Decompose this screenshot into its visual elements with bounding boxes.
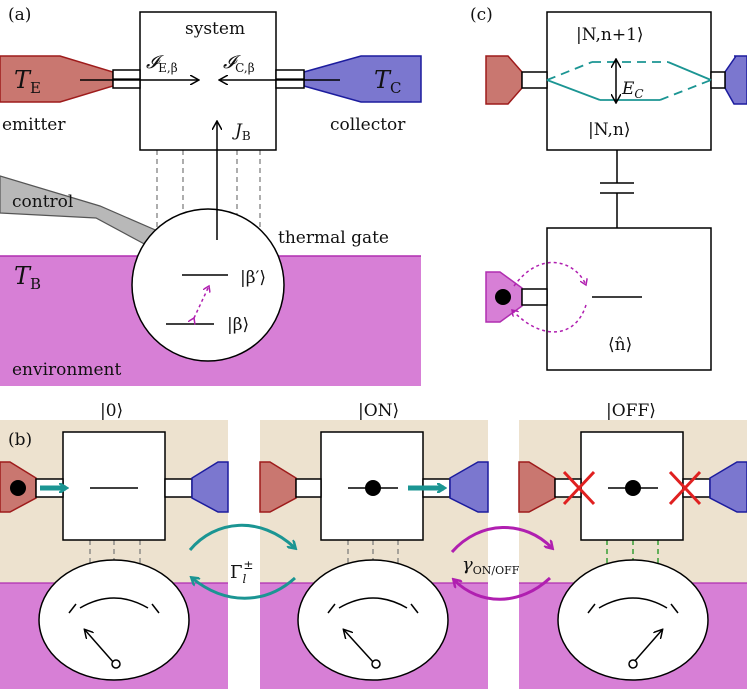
meter-0: [38, 559, 190, 681]
state-off-label: |OFF⟩: [606, 401, 656, 421]
electron-dot: [495, 289, 511, 305]
needle-off: [632, 630, 662, 664]
state-on-label: |ON⟩: [358, 401, 399, 421]
blocked-cross-right: [668, 470, 702, 506]
panel-b-label: (b): [8, 430, 32, 450]
state-beta: |β⟩: [227, 315, 249, 335]
gamma-onoff-label: γON/OFF: [462, 554, 520, 577]
emitter-label: emitter: [2, 115, 66, 135]
system-label: system: [185, 19, 245, 39]
gamma-l-arrow-back: [192, 578, 297, 600]
system-box: [139, 11, 277, 151]
meter-off: [557, 559, 709, 681]
blocked-cross-left: [562, 470, 596, 506]
box-0: [62, 431, 166, 541]
state-n-n1: |N,n+1⟩: [576, 25, 644, 45]
gamma-onoff-arrow-forward: [450, 526, 552, 553]
coupling-dashes: [156, 150, 261, 230]
panel-c-label: (c): [470, 5, 493, 25]
electron-dot-on: [365, 480, 381, 496]
collector-reservoir: [303, 55, 422, 103]
control-label: control: [12, 192, 73, 212]
panel-a-label: (a): [8, 5, 31, 25]
panel-b: (b) |0⟩ |ON⟩: [0, 401, 747, 689]
environment-label: environment: [12, 360, 121, 380]
subpanel-0: |0⟩: [0, 401, 229, 681]
electron-dot-off: [625, 480, 641, 496]
thermal-gate-label: thermal gate: [278, 228, 389, 248]
electron-dot-0: [10, 480, 26, 496]
collector-label: collector: [330, 115, 406, 135]
panel-c: (c) |N,n+1⟩ |N,n⟩ EC ⟨n̂⟩: [470, 5, 747, 371]
state-beta-prime: |β′⟩: [240, 268, 266, 288]
subpanel-on: |ON⟩: [259, 401, 489, 681]
needle-0: [85, 630, 115, 664]
panel-a: (a) system TE emitter TC collector 𝓘E,β …: [0, 5, 422, 386]
gamma-l-arrow-forward: [188, 523, 295, 551]
collector-small: [724, 55, 747, 105]
n-hat-label: ⟨n̂⟩: [608, 335, 632, 355]
gamma-onoff-arrow-back: [454, 576, 552, 601]
state-n-n: |N,n⟩: [588, 120, 631, 140]
emitter-small: [485, 55, 523, 105]
dot-box: [546, 11, 712, 151]
gate-box: [546, 227, 712, 371]
subpanel-off: |OFF⟩: [518, 401, 747, 681]
gamma-l-label: Γl±: [230, 558, 253, 586]
meter-on: [297, 559, 449, 681]
state-0-label: |0⟩: [100, 401, 123, 421]
needle-on: [344, 630, 375, 664]
